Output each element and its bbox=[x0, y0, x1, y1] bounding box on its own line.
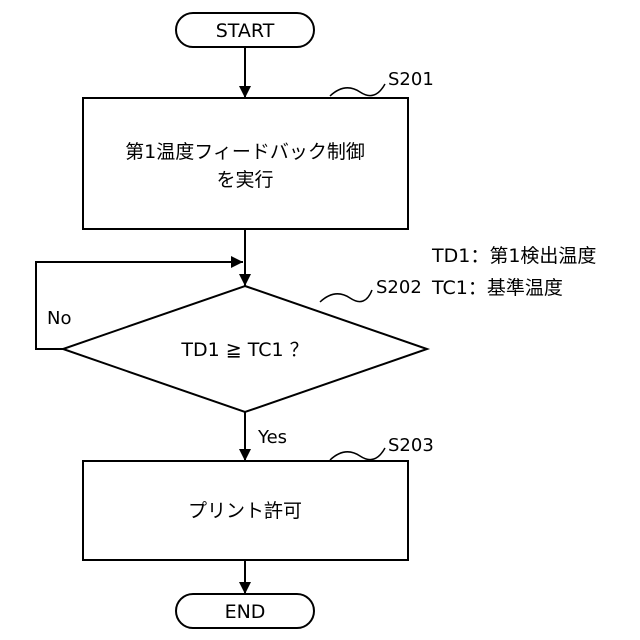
process-s201-box bbox=[83, 98, 408, 229]
process-s201-line2: を実行 bbox=[216, 169, 273, 191]
end-terminal: END bbox=[176, 594, 314, 628]
process-s203-line1: プリント許可 bbox=[188, 500, 302, 522]
decision-s202-condition: TD1 ≧ TC1 ？ bbox=[180, 339, 308, 361]
yes-branch-label: Yes bbox=[257, 427, 287, 448]
process-s201: 第1温度フィードバック制御 を実行 S201 bbox=[83, 69, 434, 229]
no-branch-label: No bbox=[47, 308, 71, 329]
step-id-s201: S201 bbox=[388, 69, 434, 90]
legend-tc1: TC1：基準温度 bbox=[431, 277, 563, 299]
legend: TD1：第1検出温度 TC1：基準温度 bbox=[431, 245, 596, 299]
start-label: START bbox=[216, 20, 275, 42]
step-id-leader-s202 bbox=[320, 290, 372, 302]
step-id-leader-s201 bbox=[330, 84, 385, 96]
legend-td1: TD1：第1検出温度 bbox=[431, 245, 596, 267]
step-id-s203: S203 bbox=[388, 435, 434, 456]
end-label: END bbox=[225, 601, 266, 623]
start-terminal: START bbox=[176, 13, 314, 47]
decision-s202: TD1 ≧ TC1 ？ S202 bbox=[63, 277, 427, 412]
step-id-leader-s203 bbox=[330, 448, 385, 460]
step-id-s202: S202 bbox=[376, 277, 422, 298]
process-s201-line1: 第1温度フィードバック制御 bbox=[125, 141, 365, 163]
process-s203: プリント許可 S203 bbox=[83, 435, 434, 560]
